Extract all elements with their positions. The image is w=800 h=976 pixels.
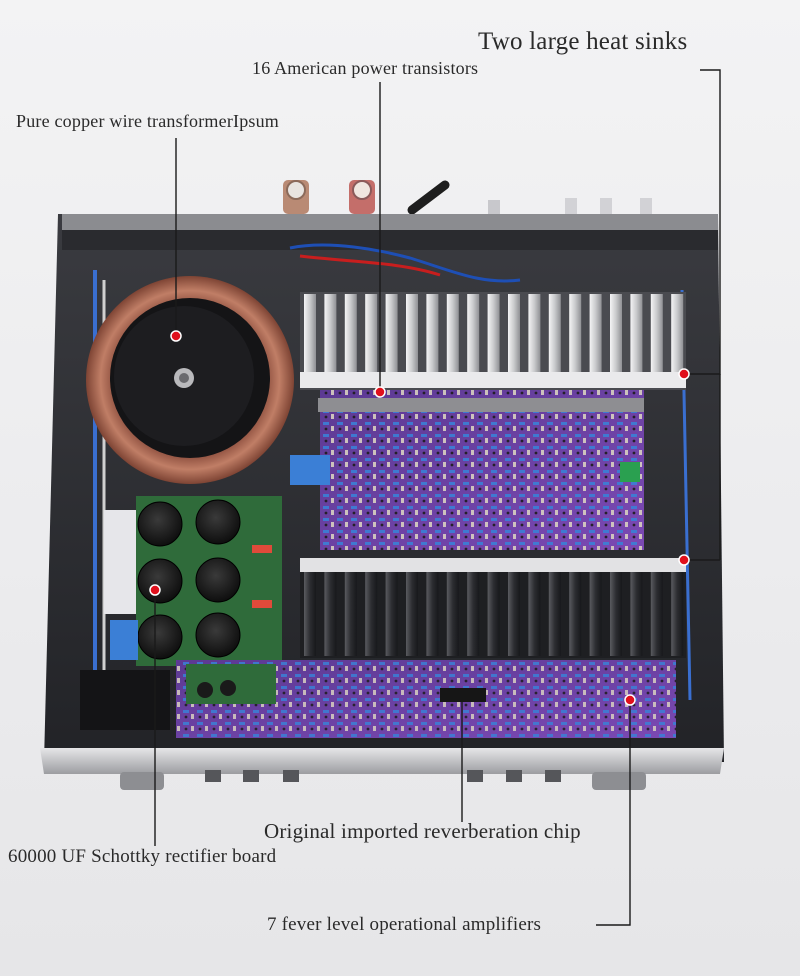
heat-sink-fin [487,570,500,656]
heat-sink-fin [548,294,561,374]
heat-sink-fin [630,294,643,374]
heat-sink-fin [650,294,663,374]
marker-op-amps [624,694,636,706]
label-transformer: Pure copper wire transformerIpsum [16,111,280,131]
label-power-transistors: 16 American power transistors [252,58,479,78]
heat-sink-fin [589,294,602,374]
heat-sink-fin [610,570,622,656]
heat-sink-fin [446,294,459,374]
heat-sink-fin [365,294,378,374]
marker-heat-sink-lower [678,554,690,566]
marker-power-transistors [374,386,386,398]
heat-sink-fin [385,294,398,374]
heat-sink-fin [528,294,541,374]
heat-sink-fin [569,294,582,374]
heat-sink-fin [385,570,398,656]
heat-sink-fin [365,570,378,656]
heat-sink-upper [300,292,686,390]
heat-sink-fin [304,570,316,656]
toroidal-transformer [86,276,294,484]
heat-sink-fin [589,570,602,656]
heat-sink-fin [508,294,520,374]
heat-sink-fin [324,570,337,656]
heat-sink-fin [487,294,500,374]
heat-sink-fin [406,570,418,656]
heat-sink-fin [426,294,439,374]
heat-sink-lower [300,558,686,658]
heat-sink-fin [630,570,643,656]
heat-sink-fin [671,294,684,374]
heat-sink-fin [548,570,561,656]
heat-sink-fin [650,570,663,656]
heat-sink-fin [467,570,480,656]
heat-sink-fin [569,570,582,656]
amplifier-board [290,390,644,550]
heat-sink-fin [467,294,480,374]
leader-lines [154,69,721,926]
label-op-amps: 7 fever level operational amplifiers [267,914,542,935]
heat-sink-fin [610,294,622,374]
heat-sink-fin [406,294,418,374]
heat-sink-fin [446,570,459,656]
label-rectifier-board: 60000 UF Schottky rectifier board [8,846,277,867]
label-reverb-chip: Original imported reverberation chip [264,819,581,843]
front-control-board [80,660,676,738]
marker-heat-sink-upper [678,368,690,380]
marker-transformer [170,330,182,342]
heat-sink-fin [508,570,520,656]
label-heat-sinks: Two large heat sinks [478,28,688,55]
heat-sink-fin [324,294,337,374]
heat-sink-fin [344,294,357,374]
heat-sink-fin [344,570,357,656]
heat-sink-fin [304,294,316,374]
heat-sink-fin [426,570,439,656]
heat-sink-fin [671,570,684,656]
rectifier-board [104,496,282,666]
marker-rectifier-board [149,584,161,596]
front-panel [40,748,724,790]
marker-dots [149,330,690,706]
heat-sink-fin [528,570,541,656]
